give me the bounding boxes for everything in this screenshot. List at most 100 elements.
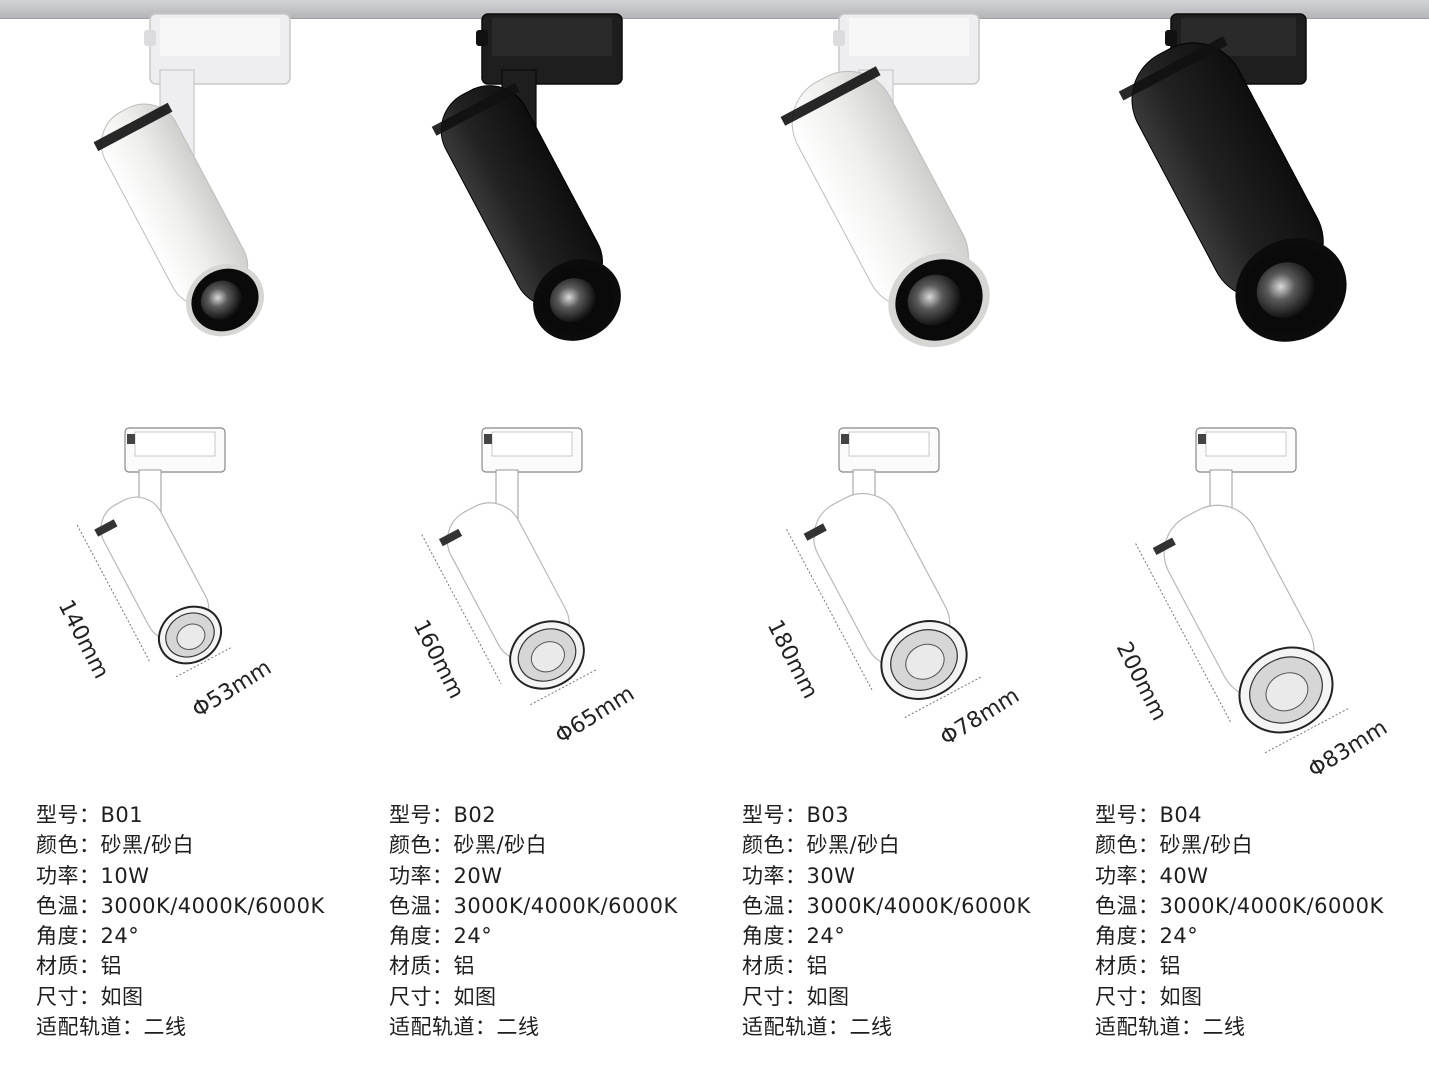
spec-row: 色温：3000K/4000K/6000K bbox=[742, 891, 1031, 921]
spec-row: 适配轨道：二线 bbox=[36, 1012, 325, 1042]
spec-label: 色温： bbox=[1095, 893, 1160, 918]
spotlight-illustration bbox=[780, 13, 990, 348]
spec-label: 尺寸： bbox=[389, 984, 454, 1009]
spec-row: 角度：24° bbox=[1095, 921, 1384, 951]
spec-row: 功率：20W bbox=[389, 861, 678, 891]
spec-label: 尺寸： bbox=[742, 984, 807, 1009]
spec-value: 铝 bbox=[806, 954, 828, 979]
spec-value: 砂黑/砂白 bbox=[806, 833, 901, 858]
spec-row: 功率：30W bbox=[742, 861, 1031, 891]
spec-label: 颜色： bbox=[389, 833, 454, 858]
spec-row: 颜色：砂黑/砂白 bbox=[389, 830, 678, 860]
spec-row: 型号：B04 bbox=[1095, 800, 1384, 830]
spec-row: 色温：3000K/4000K/6000K bbox=[389, 891, 678, 921]
spec-label: 材质： bbox=[389, 954, 454, 979]
spec-label: 角度： bbox=[389, 924, 454, 949]
spotlight-illustration bbox=[1118, 13, 1347, 342]
spec-row: 角度：24° bbox=[36, 921, 325, 951]
spec-row: 尺寸：如图 bbox=[1095, 982, 1384, 1012]
spec-value: B03 bbox=[806, 803, 850, 827]
spec-label: 适配轨道： bbox=[389, 1015, 497, 1040]
spec-row: 颜色：砂黑/砂白 bbox=[1095, 830, 1384, 860]
spec-row: 色温：3000K/4000K/6000K bbox=[36, 891, 325, 921]
spec-row: 颜色：砂黑/砂白 bbox=[742, 830, 1031, 860]
dimension-diagram-b03: 180mm Φ78mm bbox=[714, 420, 1071, 770]
spec-value: 24° bbox=[453, 924, 493, 949]
spec-label: 型号： bbox=[742, 803, 807, 827]
spec-label: 型号： bbox=[36, 803, 101, 827]
spec-value: 砂黑/砂白 bbox=[100, 833, 195, 858]
spec-label: 尺寸： bbox=[36, 984, 101, 1009]
spec-value: 40W bbox=[1159, 863, 1209, 888]
spec-value: 二线 bbox=[1202, 1015, 1246, 1040]
spec-row: 尺寸：如图 bbox=[742, 982, 1031, 1012]
spec-label: 功率： bbox=[389, 863, 454, 888]
spec-label: 功率： bbox=[1095, 863, 1160, 888]
spec-label: 色温： bbox=[389, 893, 454, 918]
product-photo-b02 bbox=[357, 0, 714, 400]
spec-value: 24° bbox=[806, 924, 846, 949]
product-photo-b03 bbox=[714, 0, 1071, 400]
spec-row: 尺寸：如图 bbox=[389, 982, 678, 1012]
spec-label: 材质： bbox=[742, 954, 807, 979]
spec-row: 角度：24° bbox=[389, 921, 678, 951]
spec-label: 颜色： bbox=[742, 833, 807, 858]
spec-row: 材质：铝 bbox=[742, 951, 1031, 981]
spec-value: 3000K/4000K/6000K bbox=[806, 893, 1031, 918]
dimension-diagram-b04: 200mm Φ83mm bbox=[1071, 420, 1428, 783]
spec-row: 尺寸：如图 bbox=[36, 982, 325, 1012]
spec-row: 功率：40W bbox=[1095, 861, 1384, 891]
spec-value: 二线 bbox=[849, 1015, 893, 1040]
spotlight-illustration bbox=[93, 13, 291, 337]
spec-row: 颜色：砂黑/砂白 bbox=[36, 830, 325, 860]
spec-label: 功率： bbox=[36, 863, 101, 888]
spec-value: 3000K/4000K/6000K bbox=[100, 893, 325, 918]
spec-row: 材质：铝 bbox=[1095, 951, 1384, 981]
spec-row: 功率：10W bbox=[36, 861, 325, 891]
spec-value: 二线 bbox=[143, 1015, 187, 1040]
spec-value: 24° bbox=[100, 924, 140, 949]
spec-value: 铝 bbox=[100, 954, 122, 979]
spec-value: 铝 bbox=[453, 954, 475, 979]
outline-drawing bbox=[786, 427, 983, 719]
spec-value: 砂黑/砂白 bbox=[453, 833, 548, 858]
spec-label: 功率： bbox=[742, 863, 807, 888]
spec-value: 如图 bbox=[100, 984, 144, 1009]
track-rail bbox=[0, 0, 1429, 19]
spec-label: 型号： bbox=[1095, 803, 1160, 827]
spec-value: B04 bbox=[1159, 803, 1203, 827]
spec-value: 砂黑/砂白 bbox=[1159, 833, 1254, 858]
spec-value: 二线 bbox=[496, 1015, 540, 1040]
spec-row: 型号：B02 bbox=[389, 800, 678, 830]
spec-value: 如图 bbox=[1159, 984, 1203, 1009]
product-photo-b04 bbox=[1071, 0, 1428, 400]
spec-label: 尺寸： bbox=[1095, 984, 1160, 1009]
spec-label: 颜色： bbox=[1095, 833, 1160, 858]
spec-value: 铝 bbox=[1159, 954, 1181, 979]
spec-label: 角度： bbox=[742, 924, 807, 949]
spec-value: 3000K/4000K/6000K bbox=[453, 893, 678, 918]
spec-row: 角度：24° bbox=[742, 921, 1031, 951]
spec-row: 适配轨道：二线 bbox=[389, 1012, 678, 1042]
spec-label: 角度： bbox=[1095, 924, 1160, 949]
outline-drawing bbox=[76, 427, 233, 678]
spec-row: 材质：铝 bbox=[36, 951, 325, 981]
outline-drawing bbox=[421, 427, 598, 706]
spec-label: 色温： bbox=[36, 893, 101, 918]
product-photo-b01 bbox=[0, 0, 357, 400]
spec-value: 3000K/4000K/6000K bbox=[1159, 893, 1384, 918]
spec-label: 型号： bbox=[389, 803, 454, 827]
spec-label: 材质： bbox=[36, 954, 101, 979]
spec-row: 适配轨道：二线 bbox=[1095, 1012, 1384, 1042]
spotlight-illustration bbox=[431, 13, 623, 341]
spec-value: 20W bbox=[453, 863, 503, 888]
spec-value: 24° bbox=[1159, 924, 1199, 949]
spec-value: 如图 bbox=[806, 984, 850, 1009]
spec-value: B01 bbox=[100, 803, 144, 827]
spec-row: 型号：B03 bbox=[742, 800, 1031, 830]
spec-label: 色温： bbox=[742, 893, 807, 918]
outline-drawing bbox=[1135, 427, 1351, 754]
